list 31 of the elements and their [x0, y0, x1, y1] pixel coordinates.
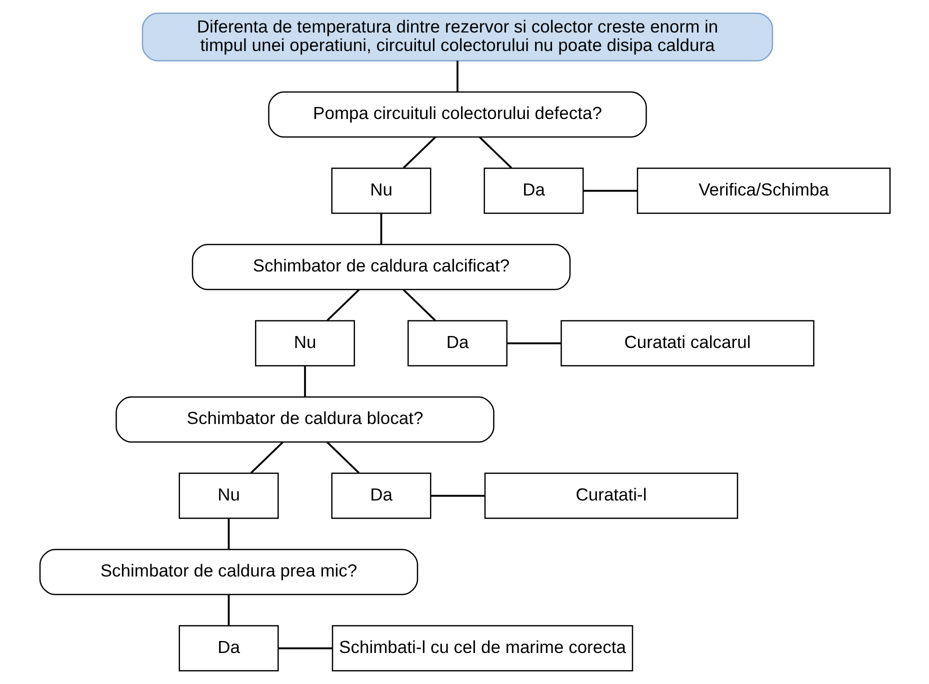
node-box: Pompa circuituli colectorului defecta?: [268, 91, 646, 138]
connector: [402, 136, 436, 169]
connector: [278, 647, 332, 650]
connector: [402, 288, 436, 322]
node-box: Da: [407, 320, 507, 366]
connector: [250, 441, 284, 474]
node-box: Nu: [330, 168, 431, 214]
connector: [506, 342, 560, 344]
node-box: Da: [178, 625, 278, 672]
node-box: Schimbati-l cu cel de marime corecta: [331, 625, 633, 672]
connector: [326, 288, 360, 322]
node-box: Da: [330, 472, 431, 519]
node-box: Curatati calcarul: [560, 320, 814, 366]
node-box: Nu: [178, 472, 278, 519]
connector: [380, 213, 382, 244]
node-box: Nu: [254, 320, 354, 366]
node-box: Verifica/Schimba: [636, 168, 890, 214]
node-box: Schimbator de caldura prea mic?: [38, 548, 418, 596]
connector: [326, 441, 360, 474]
connector: [456, 60, 458, 92]
connector: [478, 136, 512, 169]
connector: [582, 190, 637, 192]
connector: [304, 366, 306, 397]
node-box: Schimbator de caldura calcificat?: [191, 244, 570, 290]
connector: [227, 594, 230, 626]
node-box: Da: [483, 168, 584, 214]
node-box: Diferenta de temperatura dintre rezervor si colector creste enorm in timpul unei operatiuni, circuitul colectorului nu poate disipa caldura: [141, 12, 773, 62]
node-box: Schimbator de caldura blocat?: [115, 396, 494, 443]
connector: [227, 518, 230, 550]
connector: [430, 494, 484, 497]
node-box: Curatati-l: [484, 472, 738, 519]
